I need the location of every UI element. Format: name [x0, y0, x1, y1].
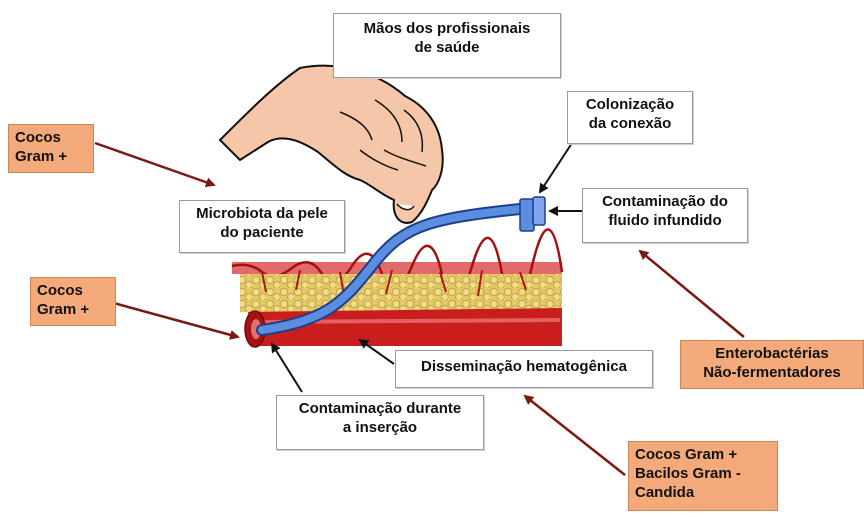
arrow-mixed	[523, 394, 626, 476]
label-skin-line2: do paciente	[220, 224, 304, 241]
label-insertion: Contaminação durante a inserção	[276, 395, 484, 450]
label-insertion-line2: a inserção	[342, 419, 418, 436]
label-hematogenous-line1: Disseminação hematogênica	[421, 358, 627, 375]
arrow-entero	[638, 249, 745, 338]
pathogen-mixed-line3: Candida	[635, 484, 695, 501]
pathogen-mixed: Cocos Gram + Bacilos Gram - Candida	[628, 441, 778, 511]
arrow-hematogenous	[358, 338, 395, 365]
arrow-colonization	[538, 139, 575, 194]
label-skin-line1: Microbiota da pele	[196, 205, 328, 222]
label-hands: Mãos dos profissionais de saúde	[333, 13, 561, 78]
arrow-cocos-mid	[109, 300, 240, 340]
label-hematogenous: Disseminação hematogênica	[395, 350, 653, 388]
pathogen-cocos-top-line1: Cocos	[15, 129, 61, 146]
pathogen-cocos-top: Cocos Gram +	[8, 124, 94, 173]
label-fluid-line1: Contaminação do	[602, 193, 728, 210]
pathogen-entero: Enterobactérias Não-fermentadores	[680, 340, 864, 389]
pathogen-cocos-top-line2: Gram +	[15, 148, 68, 165]
label-colonization-line2: da conexão	[588, 115, 672, 132]
label-insertion-line1: Contaminação durante	[298, 400, 462, 417]
catheter-illustration	[256, 196, 546, 336]
black-arrows	[270, 139, 582, 393]
label-skin: Microbiota da pele do paciente	[179, 200, 345, 253]
arrow-insertion	[270, 342, 303, 393]
label-fluid: Contaminação do fluido infundido	[582, 188, 748, 243]
pathogen-entero-line1: Enterobactérias	[715, 345, 829, 362]
arrow-cocos-top	[94, 141, 216, 188]
pathogen-entero-line2: Não-fermentadores	[703, 364, 841, 381]
pathogen-mixed-line2: Bacilos Gram -	[635, 465, 741, 482]
label-hands-line2: de saúde	[414, 39, 480, 56]
pathogen-cocos-mid-line1: Cocos	[37, 282, 83, 299]
pathogen-cocos-mid: Cocos Gram +	[30, 277, 116, 326]
label-colonization-line1: Colonização	[585, 96, 675, 113]
pathogen-cocos-mid-line2: Gram +	[37, 301, 90, 318]
pathogen-mixed-line1: Cocos Gram +	[635, 446, 738, 463]
label-hands-line1: Mãos dos profissionais	[363, 20, 531, 37]
label-fluid-line2: fluido infundido	[608, 212, 722, 229]
pathogen-arrows	[94, 141, 745, 476]
skin-tissue-illustration	[231, 228, 564, 312]
hand-illustration	[218, 64, 444, 224]
label-colonization: Colonização da conexão	[567, 91, 693, 144]
